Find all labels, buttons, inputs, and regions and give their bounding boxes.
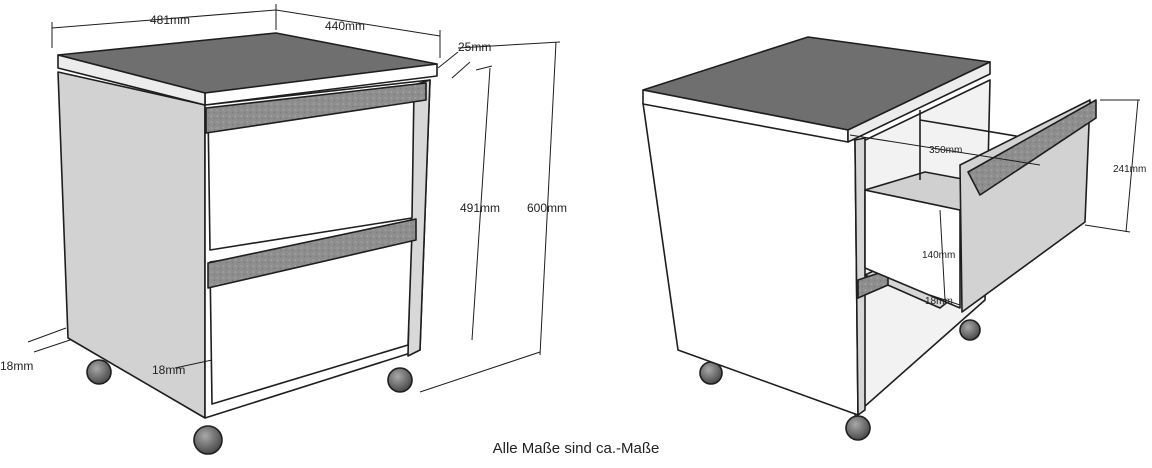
dim-drawer-front-height: 241mm <box>1113 164 1146 175</box>
dim-drawer-inner-height: 140mm <box>922 250 955 261</box>
left-dimension-lines <box>27 4 561 393</box>
right-dimension-lines <box>849 99 1140 306</box>
handle-lower <box>207 218 417 289</box>
left-cabinet <box>57 32 438 455</box>
drawer-handle <box>967 99 1097 196</box>
side-panel <box>642 102 859 416</box>
caption: Alle Maße sind ca.-Maße <box>492 440 660 457</box>
drawer-front <box>959 99 1091 313</box>
dim-side-thickness: 18mm <box>152 363 185 377</box>
dim-front-height: 491mm <box>460 201 500 215</box>
wheel <box>193 425 223 455</box>
wheel <box>387 367 413 393</box>
handle-upper <box>205 82 427 134</box>
dim-plinth: 18mm <box>0 359 33 373</box>
dim-top-thickness: 25mm <box>458 40 491 54</box>
side-edge <box>854 137 866 416</box>
wheel <box>959 319 981 341</box>
wheel <box>86 359 112 385</box>
right-cabinet <box>642 36 1097 441</box>
dim-width: 440mm <box>325 19 365 33</box>
dim-drawer-depth: 350mm <box>929 145 962 156</box>
dim-drawer-bottom: 18mm <box>925 296 953 307</box>
top-edge-side <box>847 61 991 143</box>
dim-depth: 481mm <box>150 13 190 27</box>
dim-total-height: 600mm <box>527 201 567 215</box>
top-edge-side <box>57 54 206 106</box>
wheel <box>845 415 871 441</box>
